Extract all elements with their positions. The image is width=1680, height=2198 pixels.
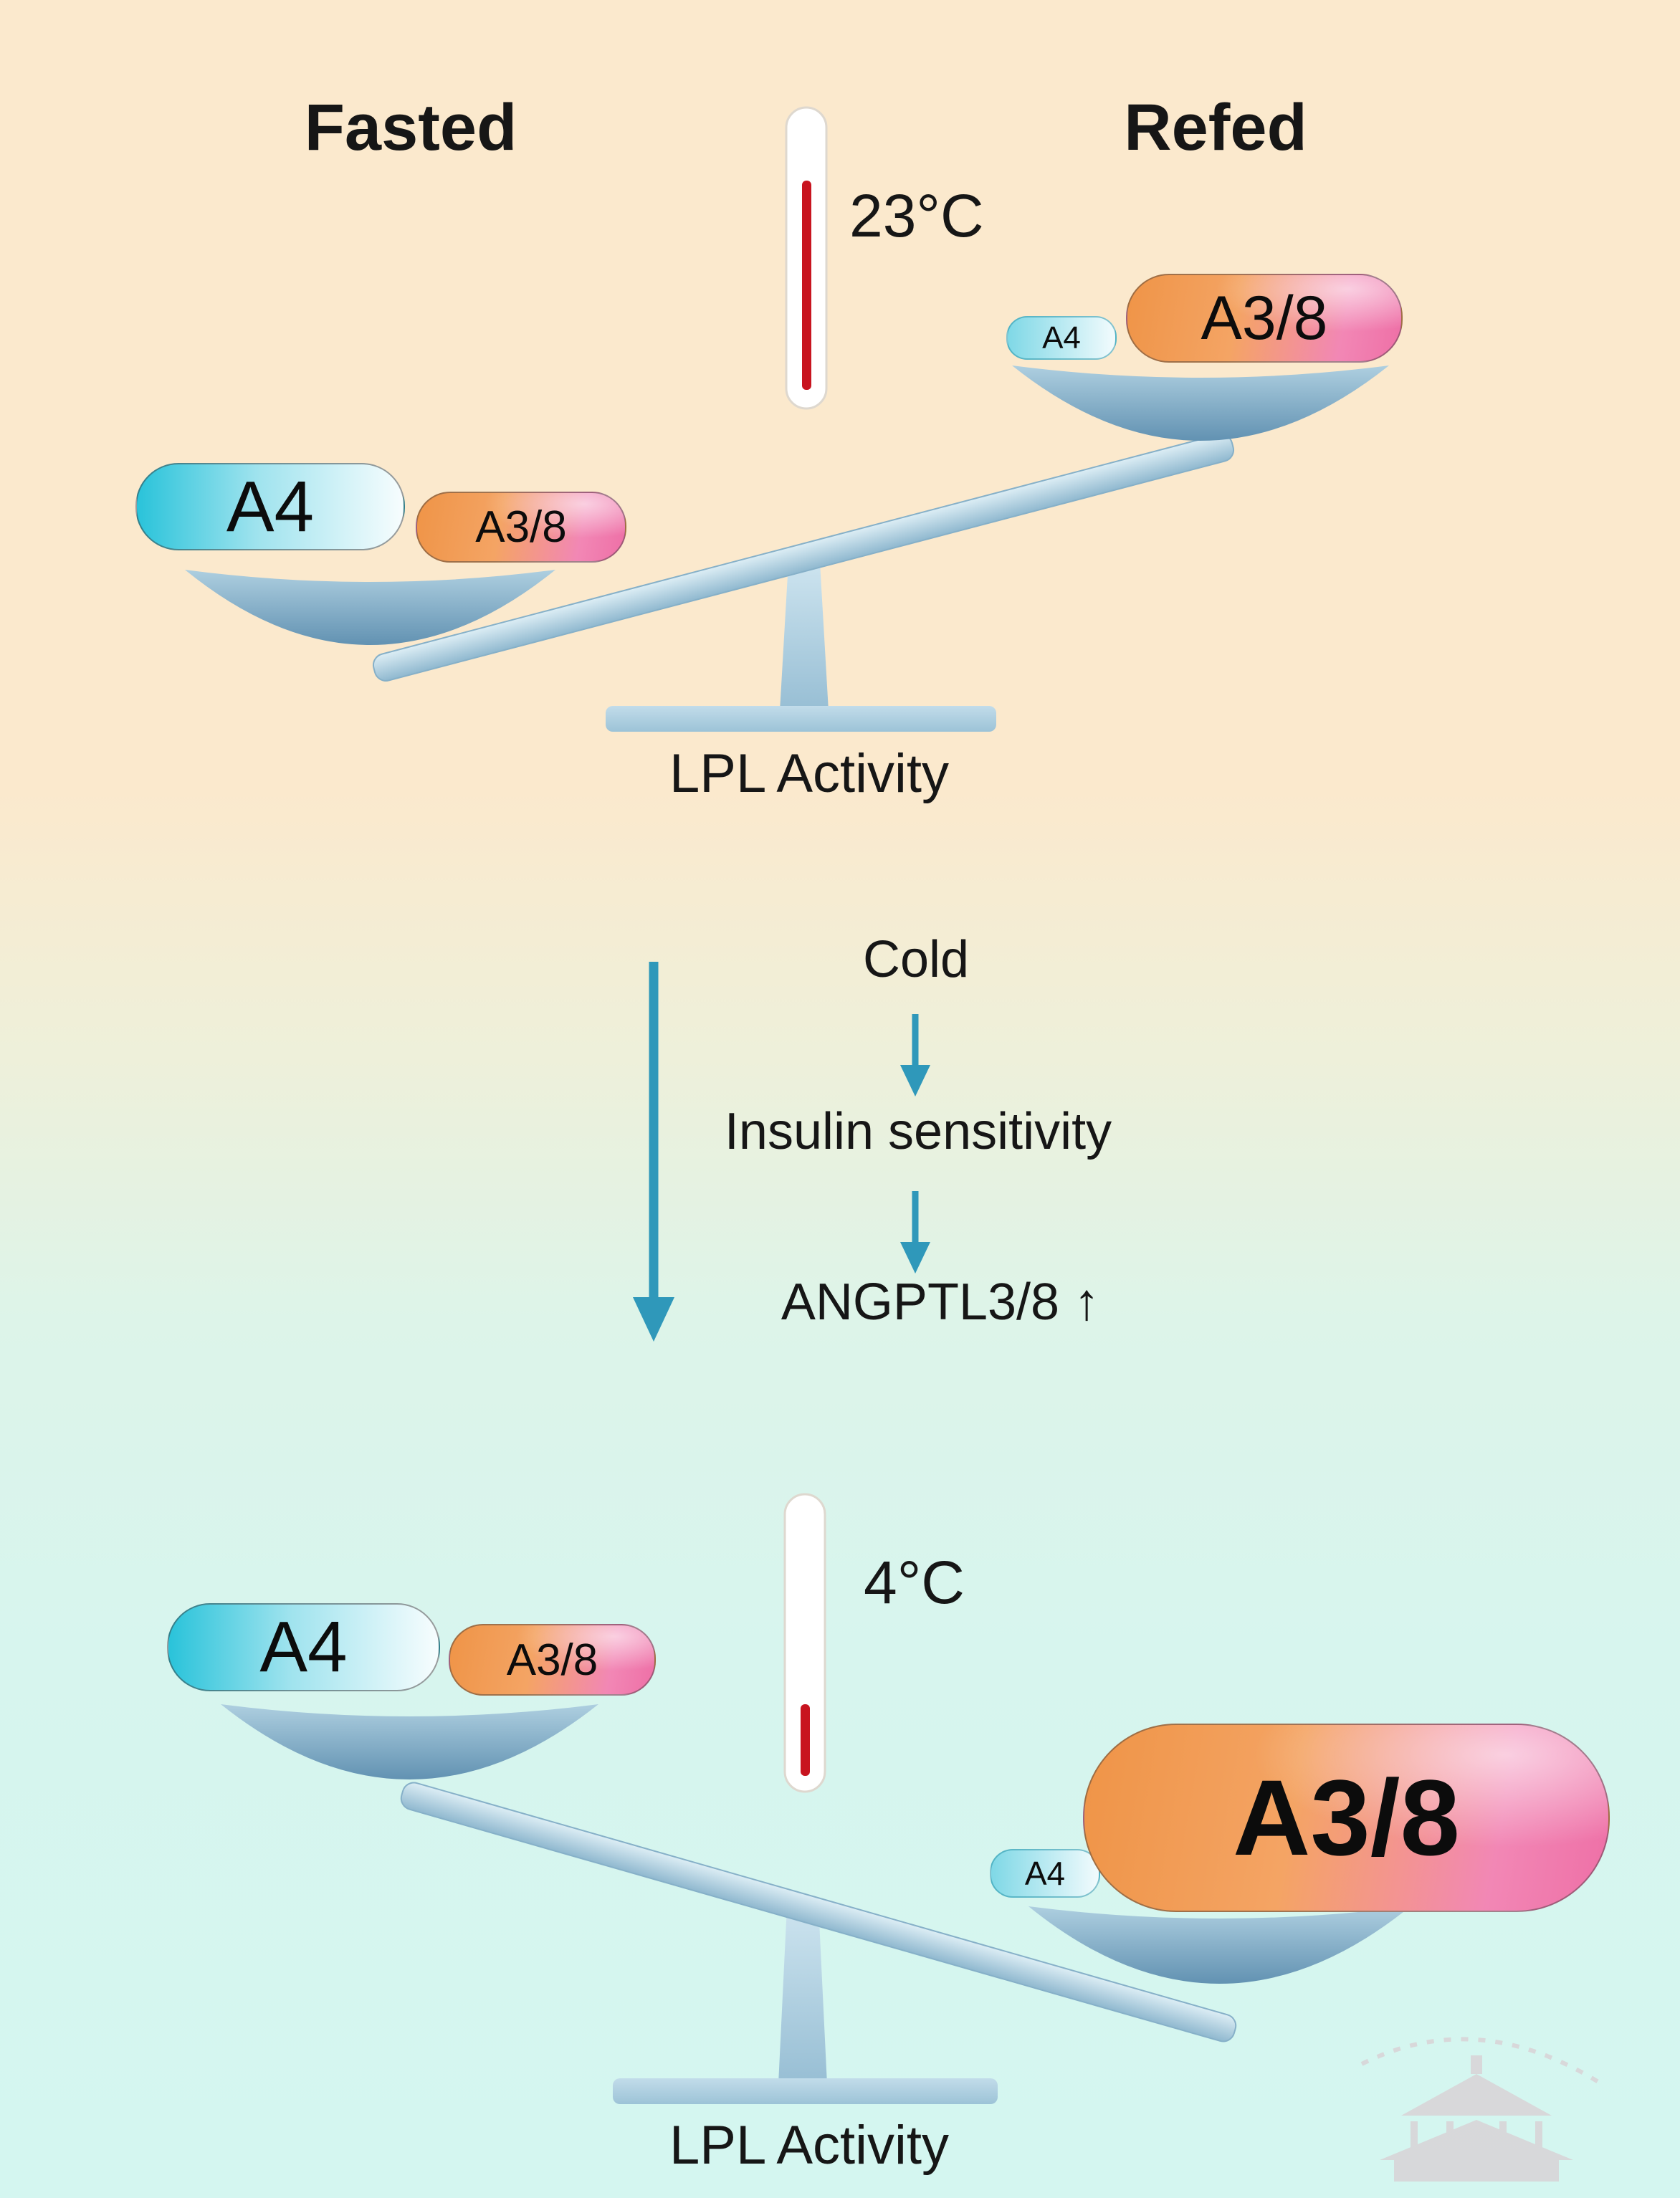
cascade-step-angptl38-up: ANGPTL3/8 ↑ <box>781 1274 1100 1331</box>
cascade-step-insulin-sensitivity: Insulin sensitivity <box>724 1103 1112 1160</box>
fasted-state-label: Fasted <box>304 91 517 164</box>
thermometer-tube <box>783 1493 826 1793</box>
refed-a4-pill: A4 <box>1006 316 1117 360</box>
cold-refed-a38-pill-label: A3/8 <box>1233 1757 1460 1878</box>
cold-fasted-a4-pill: A4 <box>167 1603 440 1691</box>
lpl-activity-label-top: LPL Activity <box>669 743 950 804</box>
fasted-a4-pill: A4 <box>135 463 405 550</box>
cascade-arrows <box>633 962 930 1342</box>
cascade-step-cold: Cold <box>862 931 970 988</box>
top-balance-scale <box>185 365 1389 732</box>
cold-fasted-a38-pill-label: A3/8 <box>506 1635 598 1685</box>
long-down-arrowhead <box>633 1297 674 1342</box>
down-arrowhead-2 <box>900 1242 930 1274</box>
thermometer-cold <box>783 1493 826 1793</box>
down-arrowhead-1 <box>900 1065 930 1096</box>
bottom-scale-beam <box>400 1782 1237 2042</box>
refed-a38-pill-label: A3/8 <box>1201 283 1328 353</box>
fasted-a4-pill-label: A4 <box>226 466 315 547</box>
refed-a38-pill: A3/8 <box>1126 274 1403 363</box>
cold-refed-a4-pill-label: A4 <box>1024 1855 1066 1892</box>
bottom-scale-right-pan <box>1028 1906 1411 1984</box>
bottom-scale-left-pan <box>221 1704 598 1779</box>
temperature-label-warm: 23°C <box>849 182 984 249</box>
bottom-balance-scale <box>221 1704 1411 2104</box>
thermometer-warm <box>785 106 828 410</box>
fasted-a38-pill-label: A3/8 <box>475 502 567 552</box>
refed-state-label: Refed <box>1124 91 1307 164</box>
thermometer-mercury-high <box>802 181 811 390</box>
cold-fasted-a38-pill: A3/8 <box>449 1624 656 1696</box>
thermometer-mercury-low <box>801 1704 810 1776</box>
cold-refed-a38-pill: A3/8 <box>1083 1724 1610 1912</box>
lpl-activity-label-bottom: LPL Activity <box>669 2115 950 2176</box>
top-scale-base <box>606 706 996 732</box>
top-scale-pillar <box>780 563 829 711</box>
refed-a4-pill-label: A4 <box>1042 320 1081 355</box>
temperature-label-cold: 4°C <box>864 1549 965 1616</box>
fasted-a38-pill: A3/8 <box>416 492 626 563</box>
bottom-scale-base <box>613 2078 998 2104</box>
top-scale-right-pan <box>1012 365 1389 441</box>
cold-fasted-a4-pill-label: A4 <box>259 1607 348 1687</box>
cold-refed-a4-pill: A4 <box>990 1849 1100 1898</box>
top-scale-left-pan <box>185 570 555 645</box>
watermark-logo <box>1360 2037 1600 2182</box>
bottom-scale-pillar <box>778 1906 827 2084</box>
top-scale-beam <box>372 434 1235 682</box>
